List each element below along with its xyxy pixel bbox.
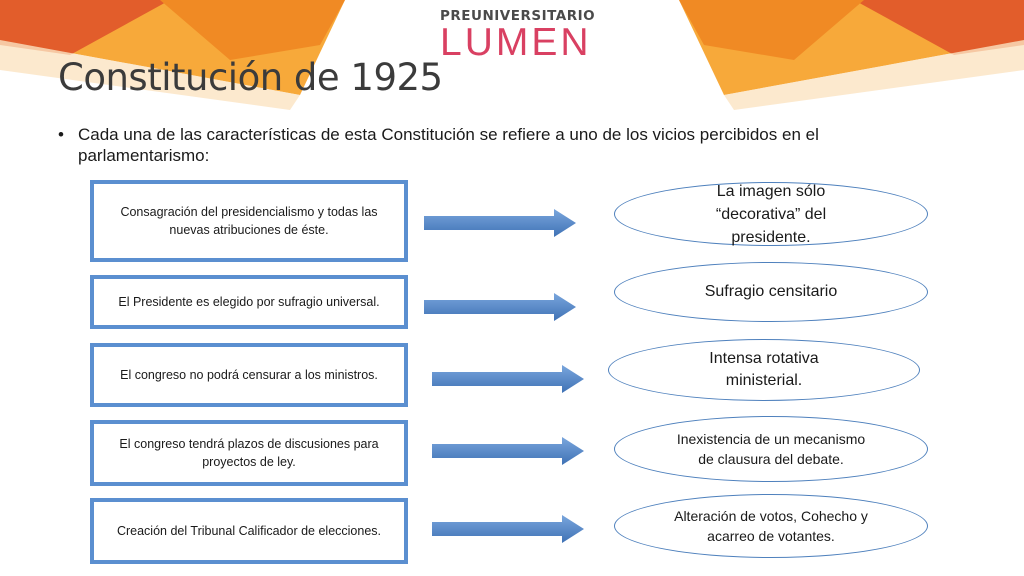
slide-title: Constitución de 1925 [58,56,443,99]
vice-oval-3-text: Intensa rotativa ministerial. [709,350,819,389]
vice-oval-3: Intensa rotativa ministerial. [608,339,920,401]
vice-oval-5: Alteración de votos, Cohecho y acarreo d… [614,494,928,558]
feature-box-3-text: El congreso no podrá censurar a los mini… [94,347,404,403]
arrow-icon-4 [432,437,584,465]
left-banner-decoration [0,0,345,110]
arrow-icon-3 [432,365,584,393]
feature-box-2-text: El Presidente es elegido por sufragio un… [94,279,404,325]
feature-box-5-text: Creación del Tribunal Calificador de ele… [94,502,404,560]
feature-box-1-text: Consagración del presidencialismo y toda… [94,184,404,258]
bullet-dot-icon: • [58,125,64,144]
logo-main-text: LUMEN [440,21,592,64]
bullet-text: Cada una de las características de esta … [78,125,819,165]
bullet-item: • Cada una de las características de est… [58,124,868,166]
feature-box-4: El congreso tendrá plazos de discusiones… [90,420,408,486]
vice-oval-2-text: Sufragio censitario [704,283,838,300]
feature-box-4-text: El congreso tendrá plazos de discusiones… [94,424,404,482]
vice-oval-4-text: Inexistencia de un mecanismo de clausura… [676,431,866,467]
feature-box-2: El Presidente es elegido por sufragio un… [90,275,408,329]
vice-oval-1-text: La imagen sólo “decorativa” del presiden… [715,182,827,246]
feature-box-1: Consagración del presidencialismo y toda… [90,180,408,262]
logo-top-text: PREUNIVERSITARIO [440,8,596,24]
arrow-icon-2 [424,293,576,321]
vice-oval-1: La imagen sólo “decorativa” del presiden… [614,182,928,246]
feature-box-5: Creación del Tribunal Calificador de ele… [90,498,408,564]
feature-box-3: El congreso no podrá censurar a los mini… [90,343,408,407]
vice-oval-2: Sufragio censitario [614,262,928,322]
vice-oval-4: Inexistencia de un mecanismo de clausura… [614,416,928,482]
arrow-icon-5 [432,515,584,543]
right-banner-decoration [679,0,1024,110]
arrow-icon-1 [424,209,576,237]
vice-oval-5-text: Alteración de votos, Cohecho y acarreo d… [674,508,868,544]
lumen-logo: PREUNIVERSITARIO LUMEN [440,8,596,64]
